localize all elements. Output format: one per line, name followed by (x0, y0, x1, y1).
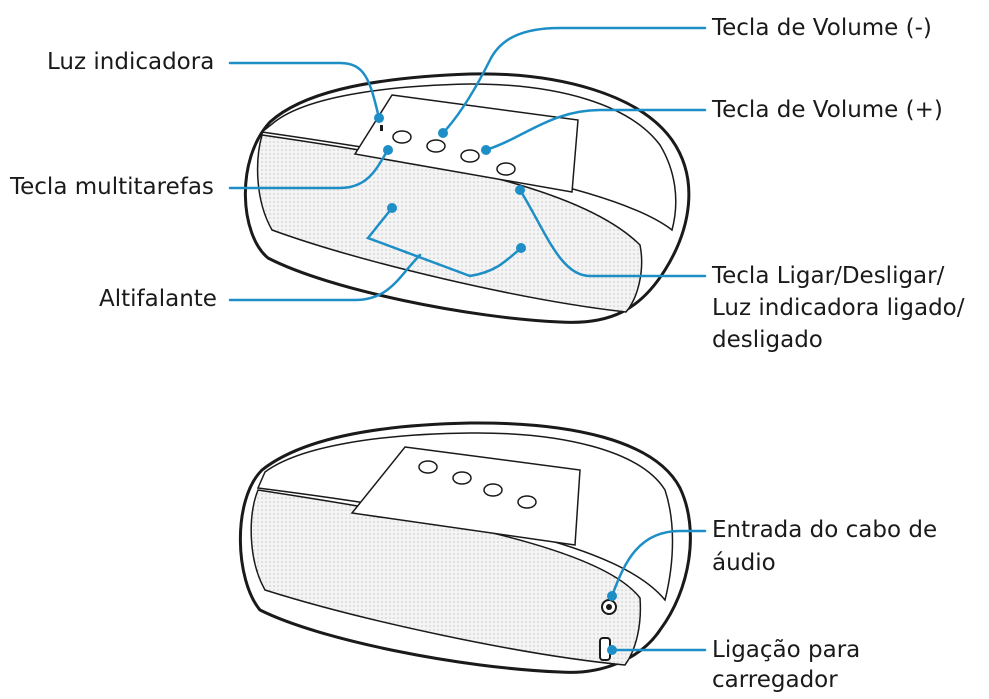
rear-button-4 (517, 495, 537, 509)
rear-button-3 (483, 483, 503, 497)
callout-lines (228, 26, 707, 652)
callout-speaker-branch (365, 206, 523, 278)
multitask-button (392, 130, 412, 144)
front-view-speaker (243, 72, 691, 324)
callout-dots (374, 113, 617, 655)
volume-up-button (460, 149, 480, 163)
rear-button-2 (452, 471, 472, 485)
control-plate (353, 94, 579, 193)
label-charger-line2: carregador (712, 667, 838, 693)
power-button (496, 162, 516, 176)
callout-multitask (228, 148, 390, 190)
label-indicator-light: Luz indicadora (47, 49, 215, 75)
rear-control-plate (350, 446, 581, 546)
label-audio-line2: áudio (712, 550, 776, 576)
rear-button-1 (418, 460, 438, 474)
volume-down-button (426, 139, 446, 153)
callout-volume-up (484, 108, 707, 152)
label-volume-down: Tecla de Volume (-) (712, 15, 932, 41)
label-speaker: Altifalante (99, 286, 217, 312)
callout-volume-down (441, 26, 707, 135)
label-power-line2: Luz indicadora ligado/ (712, 295, 965, 321)
label-multitask-key: Tecla multitarefas (10, 174, 214, 200)
rear-view-speaker (238, 421, 692, 674)
label-volume-up: Tecla de Volume (+) (712, 97, 943, 123)
indicator-led (380, 125, 383, 131)
callout-speaker (228, 253, 422, 302)
callout-indicator-light (228, 61, 381, 120)
label-power-line3: desligado (712, 327, 823, 353)
label-audio-line1: Entrada do cabo de (712, 517, 938, 543)
label-power-line1: Tecla Ligar/Desligar/ (712, 263, 945, 289)
label-charger-line1: Ligação para (712, 637, 861, 663)
callout-power (518, 188, 707, 278)
callout-audio-jack (610, 529, 707, 598)
